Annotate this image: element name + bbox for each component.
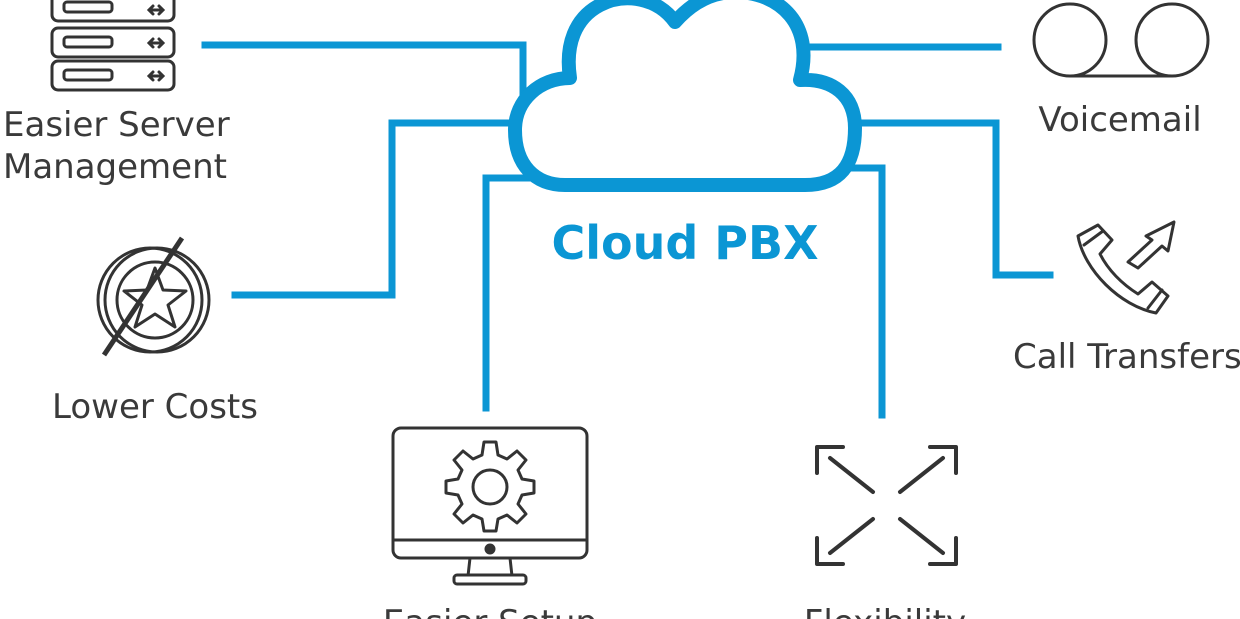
label-easier-server-line1: Easier Server: [3, 105, 230, 145]
label-easier-setup: Easier Setup: [370, 602, 610, 619]
connector-transfers: [856, 119, 1054, 279]
label-voicemail: Voicemail: [1038, 100, 1202, 140]
connector-flex: [846, 164, 886, 419]
cloud-icon: [508, 0, 862, 192]
label-easier-server-line2: Management: [3, 147, 227, 187]
diagram-title: Cloud PBX: [551, 216, 819, 270]
connector-costs: [231, 119, 524, 299]
voicemail-icon: [1032, 2, 1210, 78]
label-flexibility: Flexibility: [770, 602, 1000, 619]
monitor-gear-icon: [391, 426, 589, 586]
phone-transfer-icon: [1076, 220, 1176, 315]
expand-arrows-icon: [815, 445, 958, 566]
label-lower-costs: Lower Costs: [52, 387, 258, 427]
label-call-transfers: Call Transfers: [1013, 337, 1240, 377]
crossed-out-coin-icon: [96, 236, 211, 357]
connector-lines: [201, 41, 1054, 419]
connector-setup: [482, 174, 549, 412]
connector-server: [201, 41, 527, 104]
server-stack-icon: [50, 0, 176, 92]
